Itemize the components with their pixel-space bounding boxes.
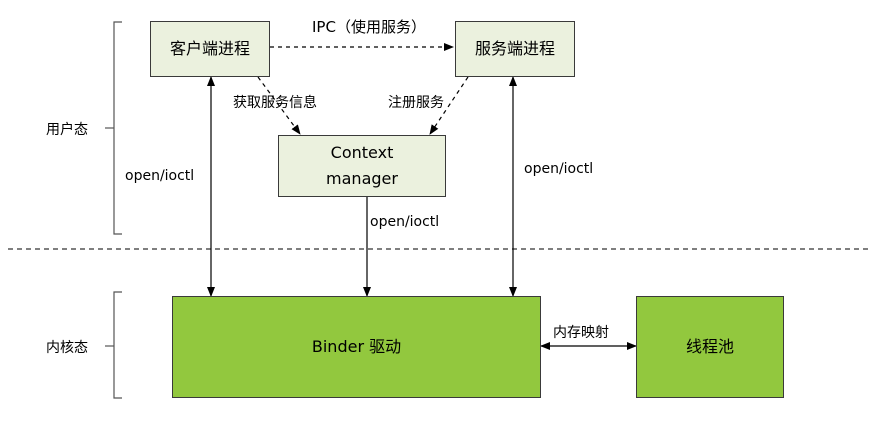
- thread-pool-label: 线程池: [685, 337, 734, 356]
- client-ioctl-label: open/ioctl: [125, 168, 195, 184]
- binder-driver-box[interactable]: Binder 驱动: [172, 296, 541, 398]
- context-ioctl-label: open/ioctl: [370, 214, 440, 230]
- get-service-arrow: [257, 76, 301, 135]
- client-process-box[interactable]: 客户端进程: [150, 21, 270, 77]
- context-manager-label-line2: manager: [326, 169, 398, 188]
- client-process-label: 客户端进程: [169, 39, 250, 58]
- user-zone-bracket: [113, 21, 122, 235]
- server-process-box[interactable]: 服务端进程: [455, 21, 575, 77]
- ipc-label: IPC（使用服务）: [312, 18, 426, 36]
- register-service-arrow: [429, 76, 469, 135]
- binder-driver-label: Binder 驱动: [311, 337, 402, 356]
- user-zone-label: 用户态: [46, 122, 88, 138]
- server-process-label: 服务端进程: [474, 39, 555, 58]
- kernel-zone-bracket: [113, 291, 122, 399]
- context-manager-label-line1: Context: [330, 143, 394, 162]
- kernel-zone-label: 内核态: [46, 340, 88, 356]
- get-service-label: 获取服务信息: [233, 95, 317, 111]
- register-service-label: 注册服务: [388, 95, 444, 111]
- thread-pool-box[interactable]: 线程池: [636, 296, 784, 398]
- memory-map-label: 内存映射: [553, 325, 609, 341]
- server-ioctl-label: open/ioctl: [524, 161, 594, 177]
- context-manager-box[interactable]: Context manager: [278, 135, 446, 197]
